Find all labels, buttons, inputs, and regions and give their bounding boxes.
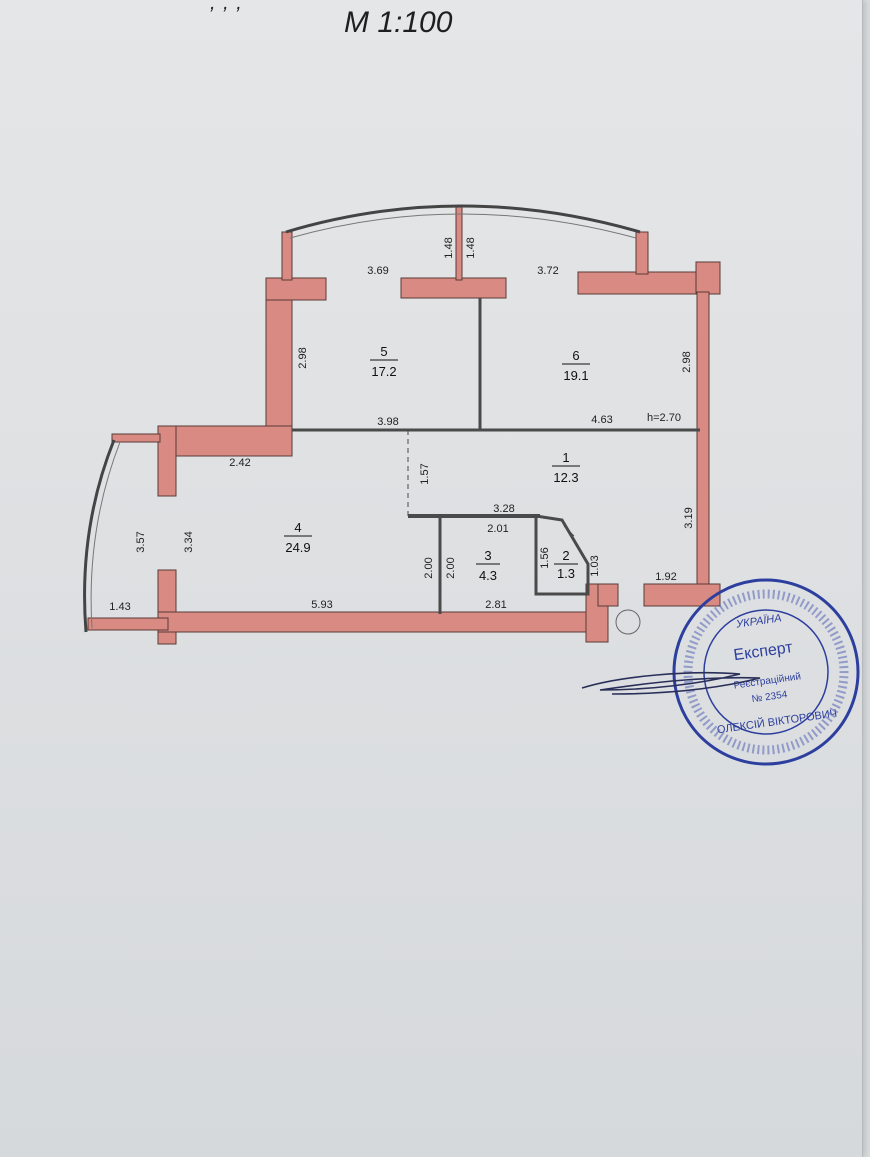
- signature: [581, 671, 761, 695]
- room-5-number: 5: [380, 344, 387, 359]
- walls: [87, 205, 721, 645]
- wall: [455, 205, 463, 281]
- dim-1-03: 1.03: [589, 555, 601, 576]
- dim-2-42: 2.42: [229, 457, 250, 469]
- dim-2-81: 2.81: [485, 599, 506, 611]
- dim-2-98-right: 2.98: [681, 351, 693, 372]
- scale-label: М 1:100: [344, 6, 453, 39]
- wall: [696, 291, 710, 595]
- entrance-door-symbol: [615, 609, 641, 635]
- window-arc-left-inner: [90, 441, 121, 629]
- partitions: [292, 298, 700, 614]
- room-6-area: 19.1: [563, 368, 588, 383]
- wall: [265, 277, 327, 301]
- wall: [157, 425, 177, 497]
- dim-1-43: 1.43: [109, 601, 130, 613]
- wall: [643, 583, 721, 607]
- dim-3-34: 3.34: [183, 531, 195, 552]
- dim-1-48-b: 1.48: [465, 237, 477, 258]
- window-arc-top-inner: [289, 213, 637, 239]
- room-4-area: 24.9: [285, 540, 310, 555]
- stamp-ring-text-band: [683, 589, 849, 755]
- room-5-area: 17.2: [371, 364, 396, 379]
- room-3-area: 4.3: [479, 568, 497, 583]
- dim-2-98-left: 2.98: [297, 347, 309, 368]
- room-2-area: 1.3: [557, 566, 575, 581]
- room-2-number: 2: [562, 548, 569, 563]
- stamp-reg-number: № 2354: [751, 689, 788, 705]
- stair-mark: [563, 525, 575, 537]
- dim-2-00-b: 2.00: [445, 557, 457, 578]
- wall: [265, 277, 293, 433]
- room-4-number: 4: [294, 520, 301, 535]
- wall: [87, 617, 169, 631]
- wall: [157, 569, 177, 645]
- room-1-area: 12.3: [553, 470, 578, 485]
- wall: [281, 231, 293, 281]
- wall: [111, 433, 161, 443]
- dim-1-48-a: 1.48: [443, 237, 455, 258]
- window-arc-top: [285, 204, 641, 234]
- room-labels: 5 17.2 6 19.1 1 12.3 4 24.9 3 4.3 2 1.3: [284, 344, 590, 583]
- dim-1-56: 1.56: [539, 547, 551, 568]
- dimension-labels: 3.69 1.48 1.48 3.72 2.98 2.98 3.98 4.63 …: [109, 237, 695, 613]
- window-arc-left: [83, 439, 116, 633]
- wall: [400, 277, 507, 299]
- bath-wall: [534, 514, 590, 596]
- wall: [635, 231, 649, 275]
- wall: [695, 261, 721, 295]
- dim-3-19: 3.19: [683, 507, 695, 528]
- dim-3-98: 3.98: [377, 416, 398, 428]
- dim-3-28: 3.28: [493, 503, 514, 515]
- stamp-outer-ring: [672, 578, 860, 766]
- stamp-inner-ring: [703, 609, 829, 735]
- dim-3-57: 3.57: [135, 531, 147, 552]
- dim-2-00-a: 2.00: [423, 557, 435, 578]
- room-1-number: 1: [562, 450, 569, 465]
- wall: [157, 611, 589, 633]
- room-6-number: 6: [572, 348, 579, 363]
- wall: [597, 583, 619, 607]
- dim-5-93: 5.93: [311, 599, 332, 611]
- dim-1-57: 1.57: [419, 463, 431, 484]
- stamp-title: Експерт: [733, 639, 795, 664]
- wall: [157, 425, 293, 457]
- dim-4-63: 4.63: [591, 414, 612, 426]
- dim-2-01: 2.01: [487, 523, 508, 535]
- ceiling-height: h=2.70: [647, 412, 681, 424]
- dim-3-72: 3.72: [537, 265, 558, 277]
- dim-3-69: 3.69: [367, 265, 388, 277]
- room-3-number: 3: [484, 548, 491, 563]
- dim-1-92: 1.92: [655, 571, 676, 583]
